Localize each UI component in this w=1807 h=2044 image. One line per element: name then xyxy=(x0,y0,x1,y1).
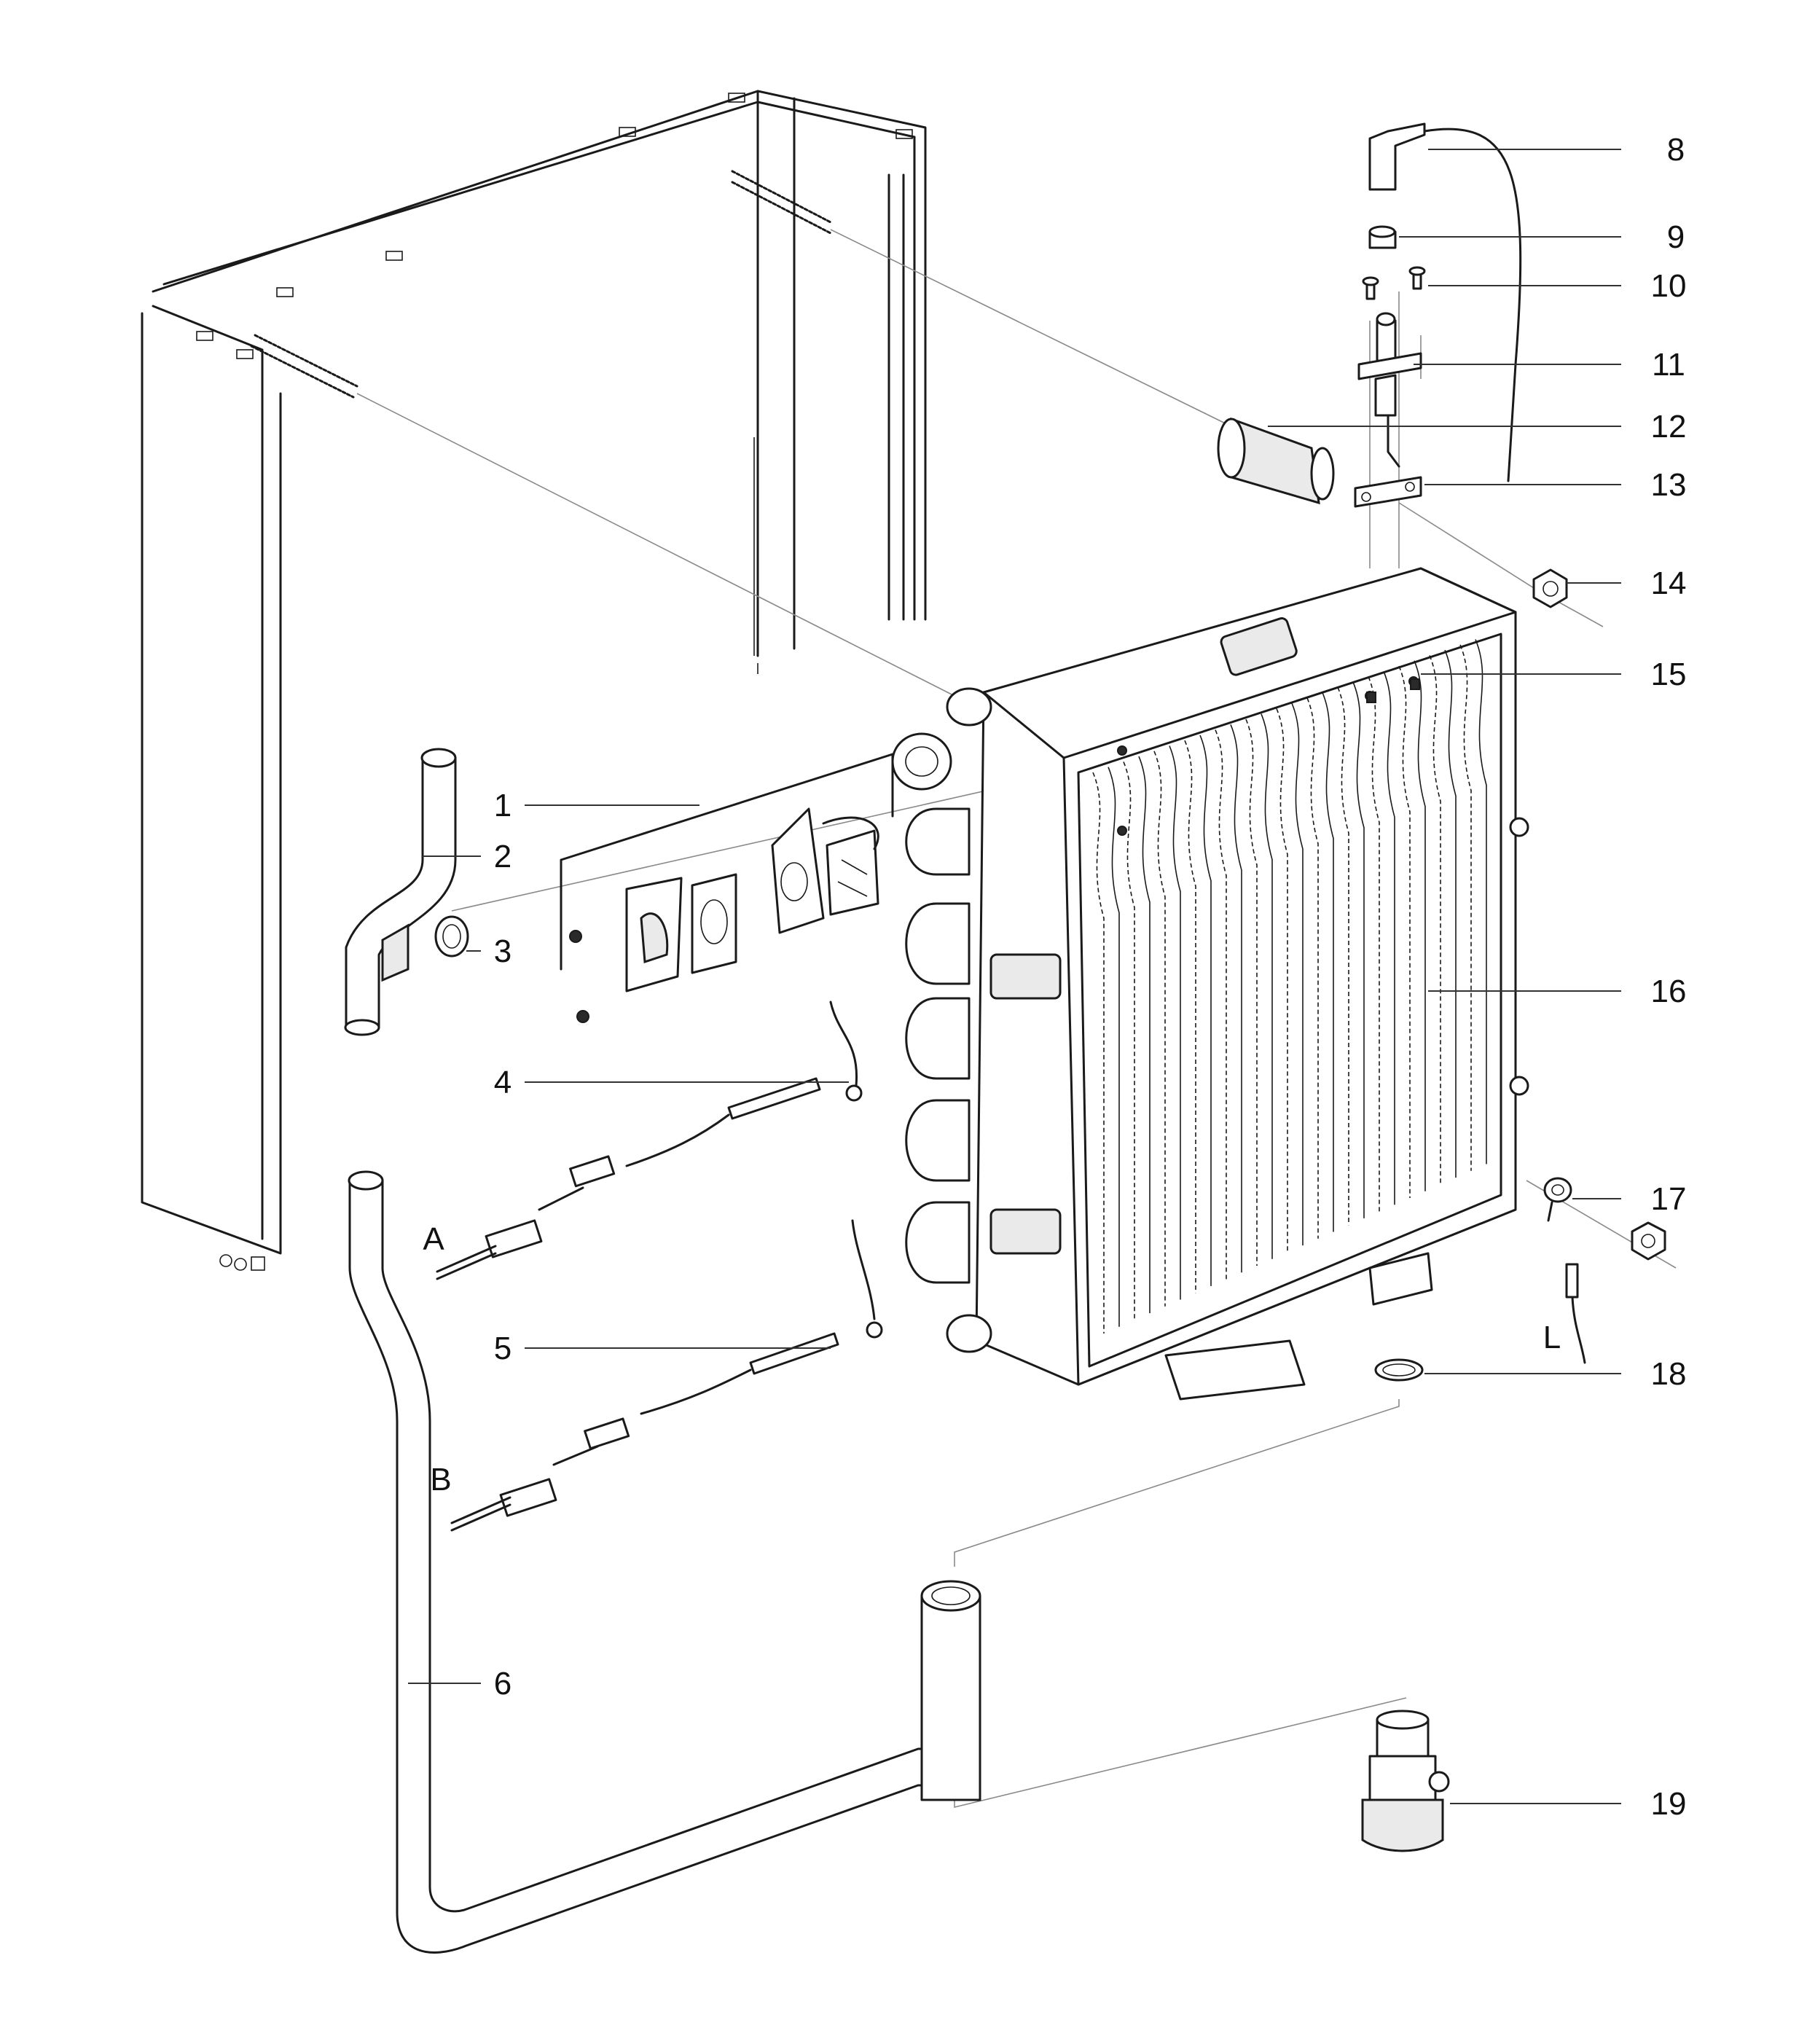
heat-exchanger xyxy=(975,567,1529,1401)
heat-exchanger-fin xyxy=(1245,718,1258,1266)
callout-1: 1 xyxy=(494,788,511,823)
seal-ring-18 xyxy=(1374,1358,1424,1382)
callout-4: 4 xyxy=(494,1065,511,1100)
heat-exchanger-fin xyxy=(1291,702,1304,1246)
leader-lines xyxy=(408,149,1621,1804)
callout-l: L xyxy=(1543,1320,1561,1355)
nuts-15 xyxy=(1366,678,1420,703)
threaded-stud-upper xyxy=(731,170,832,235)
heat-exchanger-fin xyxy=(1322,692,1334,1232)
ring-terminal-17 xyxy=(1543,1177,1666,1364)
temperature-sensor-5 xyxy=(450,1219,883,1532)
sleeve-12 xyxy=(1217,417,1335,505)
u-bend-pipes xyxy=(891,687,992,1353)
callout-15: 15 xyxy=(1651,657,1687,692)
heat-exchanger-fin xyxy=(1414,660,1426,1191)
callout-3: 3 xyxy=(494,933,511,969)
heat-exchanger-fin xyxy=(1230,724,1242,1273)
callout-9: 9 xyxy=(1667,219,1685,255)
heat-exchanger-fin xyxy=(1153,751,1166,1307)
callout-6: 6 xyxy=(494,1666,511,1702)
callout-17: 17 xyxy=(1651,1181,1687,1217)
heat-exchanger-fin xyxy=(1215,729,1227,1280)
casing-frame xyxy=(141,90,927,1271)
callout-18: 18 xyxy=(1651,1356,1687,1392)
callout-11: 11 xyxy=(1652,347,1685,383)
callout-b: B xyxy=(430,1462,451,1497)
bushing-9 xyxy=(1368,225,1397,249)
heat-exchanger-fin xyxy=(1199,735,1212,1286)
heat-exchanger-fin xyxy=(1169,745,1181,1300)
heat-exchanger-fin xyxy=(1459,644,1472,1171)
callout-14: 14 xyxy=(1651,565,1687,601)
heat-exchanger-fin xyxy=(1429,655,1441,1185)
heat-exchanger-fin xyxy=(1138,756,1151,1314)
heat-exchanger-fin xyxy=(1108,767,1120,1327)
heat-exchanger-fin xyxy=(1092,772,1105,1334)
temperature-sensor-4 xyxy=(436,1001,863,1280)
sight-glass-assembly xyxy=(560,753,894,1023)
heat-exchanger-fin xyxy=(1398,665,1411,1198)
callout-5: 5 xyxy=(494,1331,511,1366)
heat-exchanger-fins xyxy=(1092,639,1487,1334)
heat-exchanger-fin xyxy=(1475,639,1487,1164)
ignition-cable-8 xyxy=(1368,122,1522,482)
connection-pipe-2 xyxy=(344,748,457,1036)
heat-exchanger-fin xyxy=(1337,686,1349,1226)
threaded-stud-lower xyxy=(250,334,358,399)
seal-ring-3 xyxy=(434,915,469,958)
heat-exchanger-fin xyxy=(1383,670,1395,1205)
callout-labels: 1 2 3 4 5 6 8 9 10 11 12 13 14 15 16 17 … xyxy=(423,132,1686,1822)
condensate-pipe-6 xyxy=(348,1170,981,1954)
callout-13: 13 xyxy=(1651,467,1687,503)
gasket-13 xyxy=(1354,476,1422,508)
screws-10 xyxy=(1362,266,1426,300)
callout-19: 19 xyxy=(1651,1786,1687,1822)
heat-exchanger-fin xyxy=(1444,649,1457,1178)
ignition-electrode-11 xyxy=(1357,312,1422,468)
callout-12: 12 xyxy=(1651,409,1687,445)
nut-14 xyxy=(1532,568,1568,608)
callout-a: A xyxy=(423,1221,444,1257)
callout-10: 10 xyxy=(1651,268,1687,304)
callout-8: 8 xyxy=(1667,132,1685,168)
drain-valve-19 xyxy=(1361,1710,1450,1852)
callout-16: 16 xyxy=(1651,974,1687,1009)
heat-exchanger-fin xyxy=(1306,697,1319,1239)
heat-exchanger-fin xyxy=(1261,713,1273,1259)
heat-exchanger-fin xyxy=(1123,761,1135,1320)
heat-exchanger-fin xyxy=(1184,740,1196,1293)
callout-2: 2 xyxy=(494,839,511,874)
heat-exchanger-fin xyxy=(1352,681,1365,1218)
heat-exchanger-fin xyxy=(1276,708,1288,1253)
